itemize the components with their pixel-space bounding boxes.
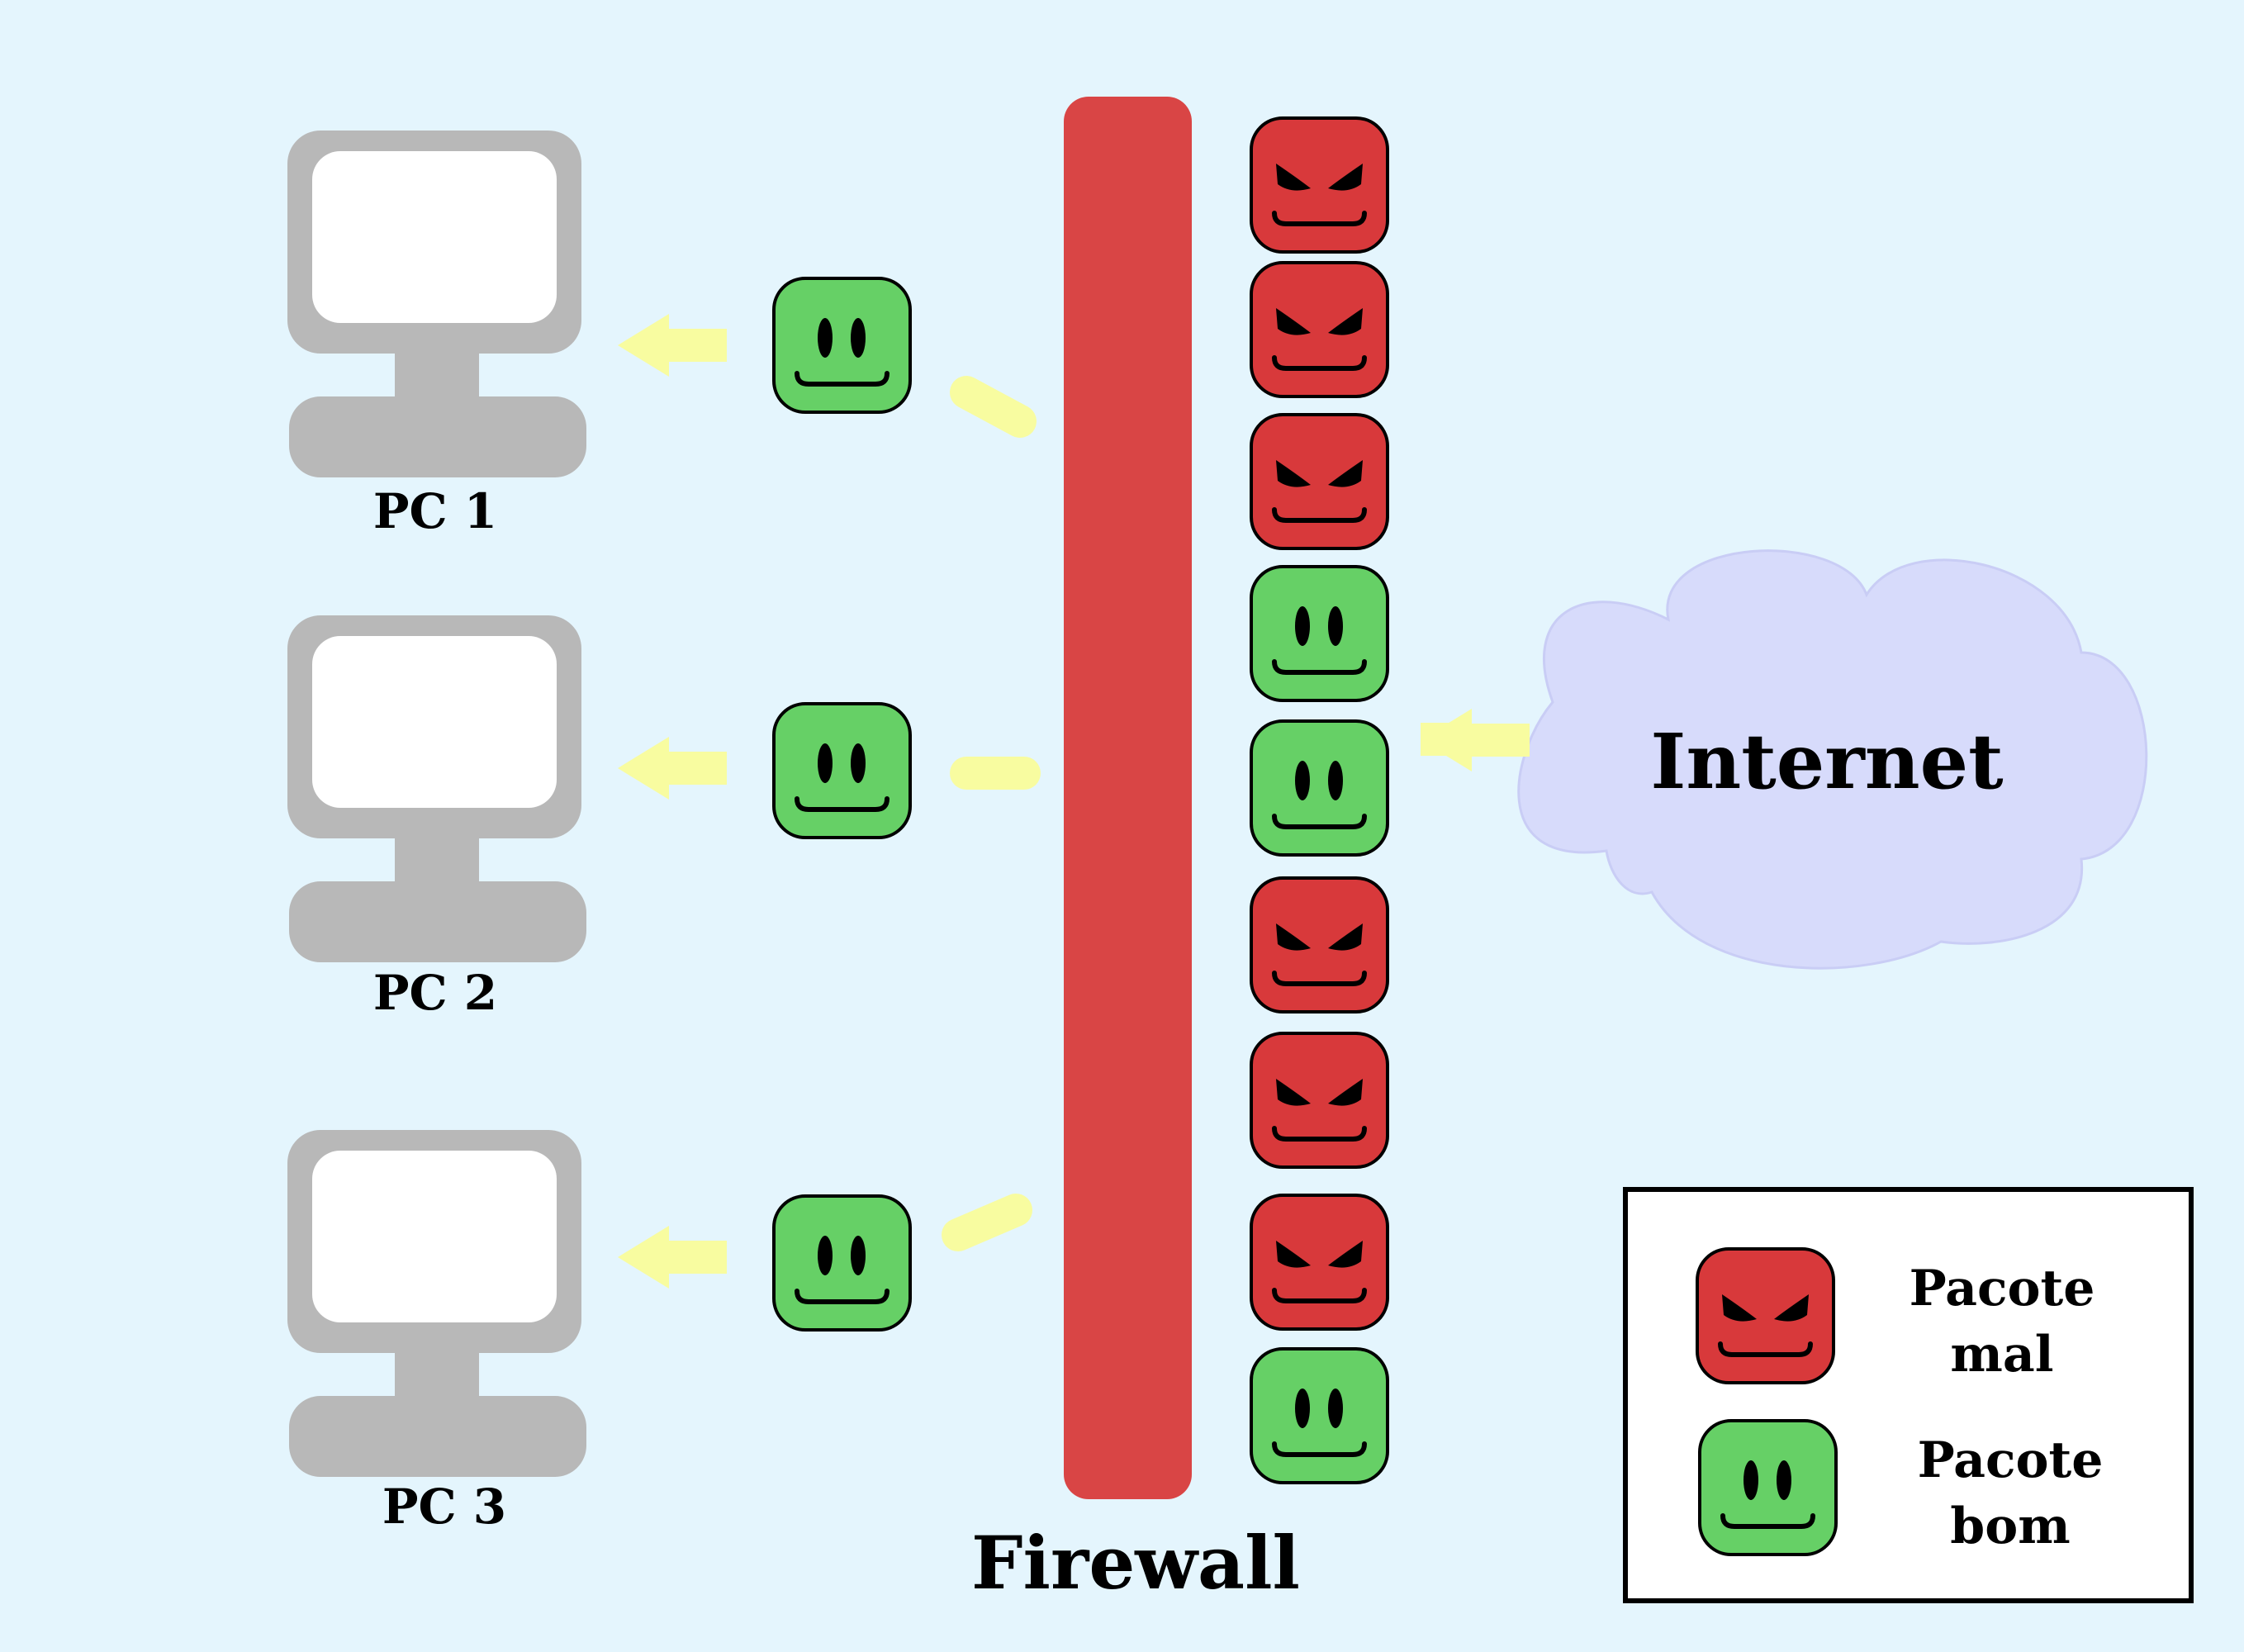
- bad-packet-icon: [1250, 876, 1389, 1014]
- packet-trail-3: [942, 1194, 1032, 1251]
- arrow-left-icon: [618, 314, 727, 377]
- legend-bad-label: Pacote mal: [1853, 1256, 2151, 1388]
- eye: [1743, 1460, 1758, 1500]
- mouth: [1272, 814, 1367, 829]
- eye: [1295, 761, 1310, 800]
- legend-good-line1: Pacote: [1917, 1431, 2104, 1489]
- legend-bad-line1: Pacote: [1909, 1260, 2095, 1317]
- angry-eye: [1328, 923, 1363, 951]
- angry-eye: [1328, 308, 1363, 335]
- legend-good-packet-icon: [1698, 1419, 1838, 1556]
- pc-2-label: PC 2: [372, 965, 498, 1021]
- eye: [1328, 606, 1343, 646]
- bad-packet-icon: [1250, 116, 1389, 254]
- eye: [1295, 1389, 1310, 1428]
- eye: [818, 743, 833, 783]
- angry-eye: [1276, 1241, 1311, 1268]
- mouth: [1272, 507, 1367, 523]
- eye: [818, 318, 833, 358]
- computer-icon: [287, 131, 586, 477]
- pc-1-label: PC 1: [372, 483, 498, 539]
- internet-label: Internet: [1650, 717, 2004, 806]
- angry-eye: [1328, 1079, 1363, 1106]
- eye: [1328, 761, 1343, 800]
- bad-packet-icon: [1250, 1194, 1389, 1331]
- mouth: [1272, 1288, 1367, 1303]
- bad-packet-icon: [1250, 1032, 1389, 1169]
- mouth: [795, 796, 890, 812]
- good-packet-icon: [1250, 565, 1389, 702]
- eye: [851, 318, 866, 358]
- internet-cloud: [1517, 549, 2148, 970]
- screen: [312, 1151, 557, 1322]
- keyboard-base: [289, 881, 586, 962]
- screen: [312, 151, 557, 323]
- angry-eye: [1722, 1294, 1757, 1322]
- pc-3-label: PC 3: [382, 1479, 507, 1535]
- legend-good-label: Pacote bom: [1862, 1427, 2159, 1559]
- eye: [851, 1236, 866, 1275]
- good-packet-icon: [1250, 719, 1389, 857]
- mouth: [1272, 659, 1367, 675]
- good-packet-icon: [772, 702, 912, 839]
- angry-eye: [1276, 923, 1311, 951]
- eye: [1328, 1389, 1343, 1428]
- mouth: [1272, 211, 1367, 226]
- mouth: [1720, 1513, 1815, 1529]
- good-packet-icon: [1250, 1347, 1389, 1484]
- monitor-stand: [395, 834, 479, 884]
- legend-good-line2: bom: [1950, 1498, 2071, 1555]
- eye: [851, 743, 866, 783]
- mouth: [1272, 1441, 1367, 1457]
- mouth: [1272, 1126, 1367, 1142]
- mouth: [1272, 971, 1367, 986]
- angry-eye: [1276, 460, 1311, 487]
- good-packet-icon: [772, 277, 912, 414]
- firewall-wall: [1064, 97, 1192, 1499]
- angry-eye: [1328, 1241, 1363, 1268]
- angry-eye: [1328, 164, 1363, 191]
- eye: [818, 1236, 833, 1275]
- keyboard-base: [289, 396, 586, 477]
- mouth: [1272, 355, 1367, 371]
- mouth: [795, 371, 890, 387]
- legend-bad-line2: mal: [1950, 1326, 2054, 1384]
- monitor-stand: [395, 349, 479, 399]
- computer-icon: [287, 615, 586, 962]
- bad-packet-icon: [1250, 261, 1389, 398]
- arrow-left-icon: [1421, 709, 1530, 771]
- good-packet-icon: [772, 1194, 912, 1332]
- arrow-left-icon: [618, 1226, 727, 1289]
- angry-eye: [1276, 164, 1311, 191]
- screen: [312, 636, 557, 808]
- monitor-stand: [395, 1349, 479, 1398]
- angry-eye: [1328, 460, 1363, 487]
- angry-eye: [1276, 1079, 1311, 1106]
- firewall-label: Firewall: [971, 1520, 1300, 1606]
- mouth: [795, 1289, 890, 1304]
- mouth: [1718, 1341, 1813, 1357]
- angry-eye: [1276, 308, 1311, 335]
- eye: [1295, 606, 1310, 646]
- arrow-left-icon: [618, 737, 727, 800]
- bad-packet-icon: [1250, 413, 1389, 550]
- eye: [1777, 1460, 1791, 1500]
- legend-bad-packet-icon: [1696, 1247, 1835, 1384]
- keyboard-base: [289, 1396, 586, 1477]
- packet-trail-1: [950, 376, 1037, 438]
- computer-icon: [287, 1130, 586, 1477]
- angry-eye: [1774, 1294, 1809, 1322]
